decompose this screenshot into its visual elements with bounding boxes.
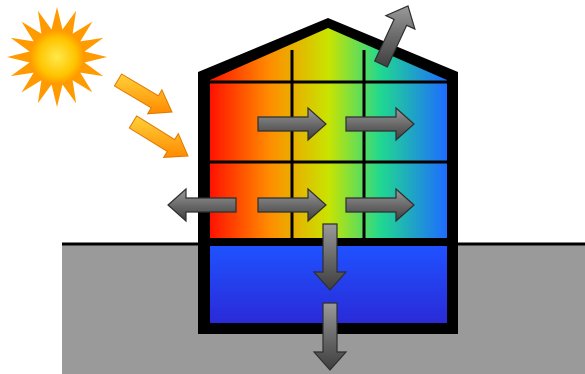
sun-icon [7, 7, 107, 107]
sunlight-arrow-icon [114, 74, 188, 157]
